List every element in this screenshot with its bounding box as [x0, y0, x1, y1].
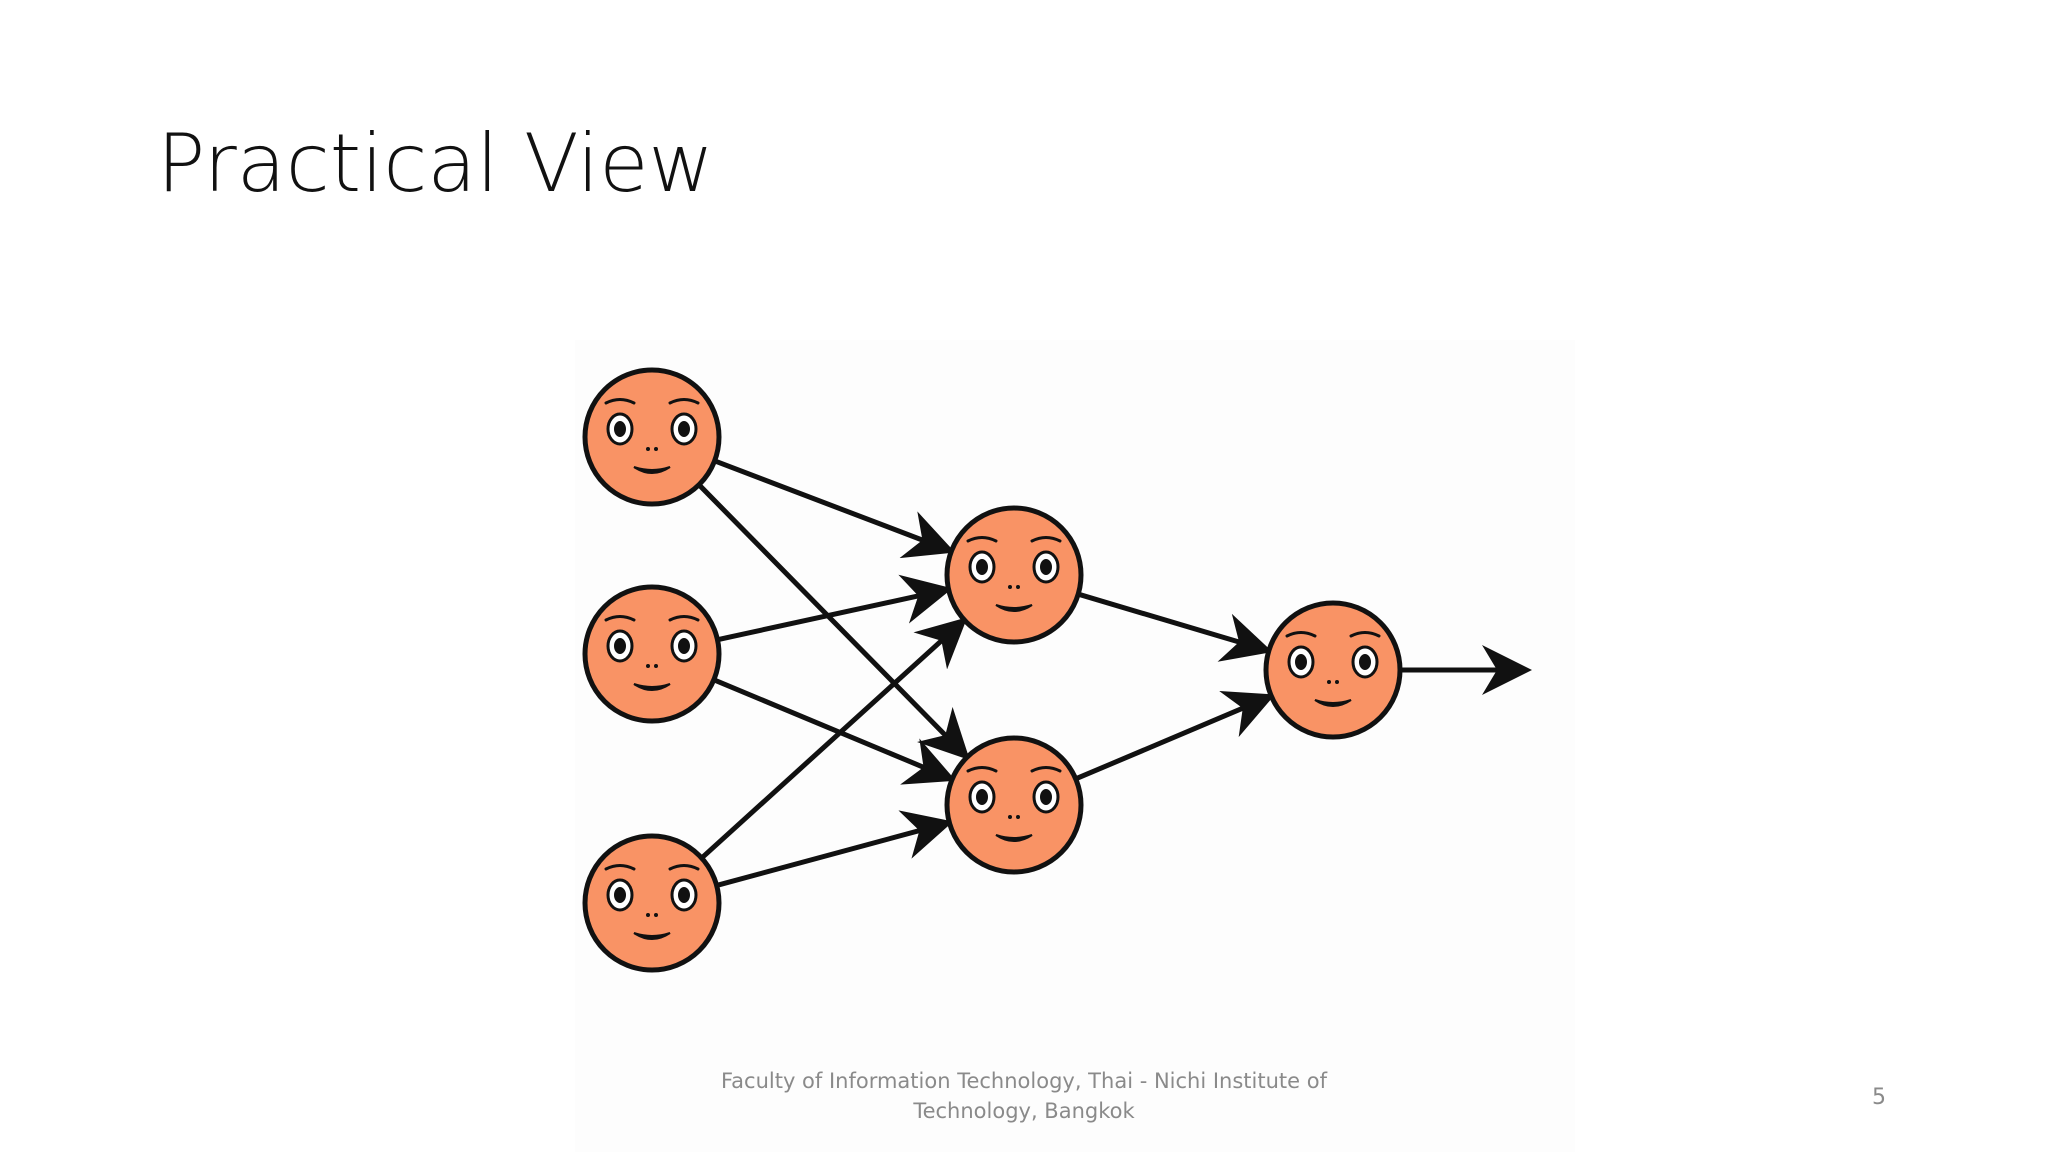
edge-l0-0-to-1	[698, 484, 970, 761]
edge-l0-1-to-0	[718, 574, 953, 642]
edge-l0-0-to-0	[715, 459, 956, 559]
smiley-face-icon-input-3	[582, 833, 722, 973]
edge-l0-1-to-1	[714, 678, 956, 785]
smiley-face-icon-hidden-1	[944, 505, 1084, 645]
smiley-face-icon-input-1	[582, 367, 722, 507]
nodes-group	[582, 367, 1403, 973]
smiley-face-icon-hidden-2	[944, 735, 1084, 875]
footer-text: Faculty of Information Technology, Thai …	[721, 1069, 1327, 1123]
page-title: Practical View	[157, 117, 714, 210]
edges-group	[698, 459, 1532, 888]
page-number: 5	[1872, 1085, 1886, 1110]
smiley-face-icon-input-2	[582, 584, 722, 724]
edge-l1-1-to-0	[1076, 691, 1275, 781]
edge-l0-2-to-0	[701, 617, 968, 859]
diagram-background	[575, 340, 1575, 1152]
edge-l0-2-to-1	[717, 810, 954, 888]
smiley-face-icon-output-1	[1263, 600, 1403, 740]
edge-l1-0-to-0	[1079, 592, 1273, 662]
